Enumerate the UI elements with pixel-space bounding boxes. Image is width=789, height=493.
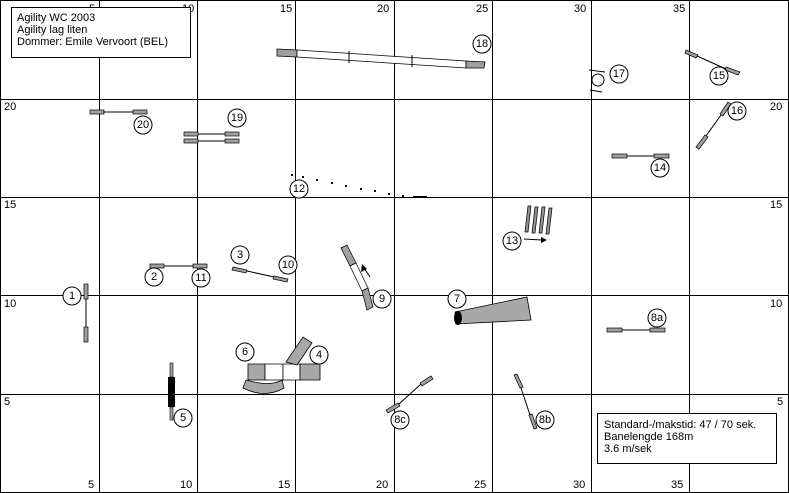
course-header-box: Agility WC 2003 Agility lag liten Dommer… — [11, 7, 191, 58]
top-label: 15 — [280, 3, 292, 15]
dogwalk-18 — [276, 48, 486, 69]
svg-text:17: 17 — [613, 68, 625, 80]
top-label: 30 — [574, 3, 586, 15]
bottom-label: 25 — [474, 479, 486, 491]
number-marker-15: 15 — [709, 66, 729, 86]
class-name: Agility lag liten — [17, 24, 88, 36]
svg-text:3: 3 — [237, 249, 243, 261]
bottom-label: 35 — [671, 479, 683, 491]
number-marker-1: 1 — [62, 286, 82, 306]
double-jump-19 — [183, 131, 240, 144]
number-marker-11: 11 — [191, 268, 211, 288]
right-label: 5 — [777, 396, 783, 408]
svg-text:4: 4 — [316, 349, 322, 361]
svg-text:8b: 8b — [539, 414, 551, 426]
bottom-label: 20 — [376, 479, 388, 491]
left-label: 5 — [4, 396, 10, 408]
svg-text:18: 18 — [476, 38, 488, 50]
top-label: 35 — [673, 3, 685, 15]
number-marker-6: 6 — [235, 342, 255, 362]
wall-5 — [168, 362, 175, 421]
number-marker-7: 7 — [447, 289, 467, 309]
number-marker-8c: 8c — [390, 410, 410, 430]
svg-text:11: 11 — [195, 272, 206, 284]
svg-text:19: 19 — [231, 112, 243, 124]
competition-title: Agility WC 2003 — [17, 12, 96, 24]
svg-text:16: 16 — [731, 105, 743, 117]
svg-text:20: 20 — [137, 119, 149, 131]
svg-text:6: 6 — [242, 346, 248, 358]
number-marker-18: 18 — [472, 34, 492, 54]
course-stats-box: Standard-/makstid: 47 / 70 sek. Baneleng… — [597, 413, 777, 464]
svg-text:13: 13 — [506, 235, 518, 247]
right-label: 20 — [770, 101, 782, 113]
course-length: Banelengde 168m — [604, 431, 694, 443]
number-marker-19: 19 — [227, 108, 247, 128]
jump-16 — [695, 101, 732, 150]
obstacle-numbers: 18 17 15 16 20 19 14 12 13 3 10 2 11 1 9… — [62, 34, 747, 430]
svg-text:7: 7 — [454, 293, 460, 305]
right-label: 15 — [770, 199, 782, 211]
number-marker-14: 14 — [650, 158, 670, 178]
jump-8b — [513, 373, 538, 430]
number-marker-20: 20 — [133, 115, 153, 135]
number-marker-17: 17 — [609, 64, 629, 84]
number-marker-16: 16 — [727, 101, 747, 121]
bottom-label: 5 — [88, 479, 94, 491]
svg-text:8a: 8a — [651, 312, 664, 324]
svg-text:9: 9 — [379, 293, 385, 305]
judge-name: Dommer: Emile Vervoort (BEL) — [17, 36, 168, 48]
bottom-label: 30 — [573, 479, 585, 491]
svg-text:15: 15 — [713, 70, 725, 82]
svg-text:8c: 8c — [394, 414, 406, 426]
right-label: 10 — [770, 298, 782, 310]
number-marker-12: 12 — [289, 179, 309, 199]
bottom-label: 15 — [278, 479, 290, 491]
jump-20 — [89, 109, 148, 115]
top-label: 20 — [377, 3, 389, 15]
jump-3-10 — [231, 266, 289, 283]
seesaw-9 — [340, 244, 374, 311]
jump-2-11 — [149, 263, 208, 269]
number-marker-13: 13 — [502, 231, 522, 251]
svg-text:5: 5 — [180, 412, 186, 424]
tire-17 — [588, 69, 606, 93]
left-label: 15 — [4, 199, 16, 211]
weave-13 — [523, 205, 553, 243]
speed: 3.6 m/sek — [604, 443, 652, 455]
number-marker-5: 5 — [173, 408, 193, 428]
svg-text:12: 12 — [293, 183, 305, 195]
svg-text:1: 1 — [69, 290, 75, 302]
svg-text:14: 14 — [654, 162, 666, 174]
tunnel-4-6 — [242, 336, 321, 394]
right-axis-labels: 20 15 10 5 — [770, 101, 783, 408]
number-marker-8a: 8a — [647, 308, 667, 328]
tunnel-7 — [454, 296, 532, 325]
bottom-axis-labels: 5 10 15 20 25 30 35 — [88, 479, 683, 491]
left-label: 10 — [4, 298, 16, 310]
number-marker-2: 2 — [144, 267, 164, 287]
left-label: 20 — [4, 101, 16, 113]
path-12 — [291, 174, 427, 197]
svg-text:10: 10 — [282, 259, 294, 271]
jump-15 — [684, 49, 741, 76]
left-axis-labels: 20 15 10 5 — [4, 101, 16, 408]
top-label: 25 — [476, 3, 488, 15]
jump-1 — [83, 283, 89, 343]
number-marker-8b: 8b — [535, 410, 555, 430]
jump-8a — [606, 327, 666, 333]
bottom-label: 10 — [180, 479, 192, 491]
jump-8c — [385, 375, 434, 414]
number-marker-9: 9 — [372, 289, 392, 309]
number-marker-10: 10 — [278, 255, 298, 275]
number-marker-3: 3 — [230, 245, 250, 265]
standard-time: Standard-/makstid: 47 / 70 sek. — [604, 419, 757, 431]
jump-14 — [611, 153, 670, 159]
number-marker-4: 4 — [309, 345, 329, 365]
svg-text:2: 2 — [151, 271, 157, 283]
